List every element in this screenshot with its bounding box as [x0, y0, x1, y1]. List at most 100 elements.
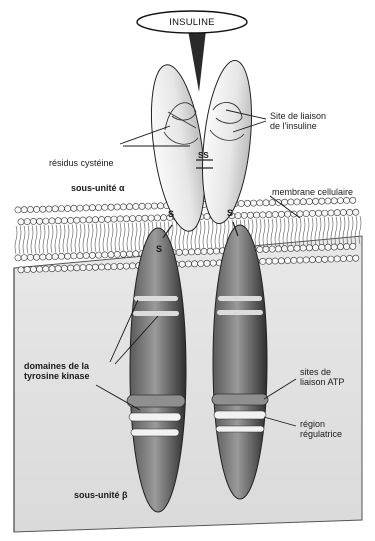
lipid-head: [158, 203, 164, 209]
lipid-tail: [275, 218, 277, 246]
sulfur-label-left: S: [168, 209, 174, 219]
lipid-tail: [279, 218, 281, 246]
binding-site-label: Site de liaison de l'insuline: [270, 111, 326, 131]
lipid-head: [71, 253, 77, 259]
lipid-head: [99, 216, 105, 222]
lipid-head: [207, 248, 213, 254]
lipid-tail: [119, 223, 121, 251]
lipid-head: [102, 204, 108, 210]
lipid-head: [117, 216, 123, 222]
lipid-head: [52, 254, 58, 260]
lipid-head: [306, 245, 312, 251]
lipid-head: [46, 254, 52, 260]
lipid-head: [238, 200, 244, 206]
lipid-head: [83, 205, 89, 211]
lipid-head: [55, 218, 61, 224]
lipid-tail: [291, 218, 293, 246]
lipid-tail: [39, 225, 41, 253]
lipid-head: [340, 209, 346, 215]
lipid-head: [142, 215, 148, 221]
lipid-head: [260, 212, 266, 218]
lipid-head: [182, 249, 188, 255]
lipid-head: [313, 198, 319, 204]
lipid-head: [285, 258, 291, 264]
lipid-tail: [207, 220, 209, 248]
lipid-tail: [79, 224, 81, 252]
lipid-head: [102, 252, 108, 258]
lipid-head: [328, 256, 334, 262]
lipid-tail: [19, 226, 21, 254]
lipid-tail: [87, 224, 89, 252]
lipid-head: [300, 245, 306, 251]
lipid-tail: [95, 224, 97, 252]
lipid-head: [210, 260, 216, 266]
lipid-head: [313, 245, 319, 251]
lipid-head: [58, 206, 64, 212]
lipid-head: [344, 197, 350, 203]
lipid-head: [347, 209, 353, 215]
regulatory-region-label: région régulatrice: [300, 419, 342, 439]
lipid-tail: [287, 218, 289, 246]
lipid-head: [288, 199, 294, 205]
lipid-head: [266, 212, 272, 218]
sulfur-label-right: S: [227, 208, 233, 218]
lipid-tail: [83, 224, 85, 252]
lipid-tail: [115, 223, 117, 251]
lipid-tail: [135, 222, 137, 250]
lipid-head: [334, 256, 340, 262]
lipid-head: [278, 258, 284, 264]
lipid-head: [306, 198, 312, 204]
regulatory-region-band: [214, 411, 266, 419]
lipid-tail: [283, 218, 285, 246]
lipid-head: [254, 212, 260, 218]
lipid-head: [49, 218, 55, 224]
kinase-domains-label: domaines de la tyrosine kinase: [24, 361, 90, 381]
lipid-head: [49, 266, 55, 272]
lipid-head: [18, 267, 24, 273]
lipid-tail: [223, 220, 225, 248]
lipid-head: [282, 246, 288, 252]
lipid-head: [123, 263, 129, 269]
lipid-head: [145, 203, 151, 209]
lipid-tail: [59, 225, 61, 253]
lipid-head: [24, 266, 30, 272]
lipid-head: [309, 257, 315, 263]
lipid-head: [127, 204, 133, 210]
lipid-head: [30, 218, 36, 224]
insulin-label: INSULINE: [137, 12, 247, 32]
sulfur-label-lower: S: [156, 244, 162, 254]
lipid-tail: [71, 224, 73, 252]
lipid-tail: [255, 219, 257, 247]
lipid-head: [241, 212, 247, 218]
lipid-head: [68, 265, 74, 271]
regulatory-region-band: [131, 429, 179, 436]
lipid-head: [133, 203, 139, 209]
lipid-head: [52, 206, 58, 212]
lipid-head: [74, 217, 80, 223]
lipid-head: [34, 254, 40, 260]
lipid-tail: [219, 220, 221, 248]
lipid-head: [89, 252, 95, 258]
beta-subunit-right: [212, 225, 268, 499]
lipid-head: [322, 256, 328, 262]
lipid-head: [316, 256, 322, 262]
lipid-tail: [43, 225, 45, 253]
lipid-head: [120, 251, 126, 257]
lipid-head: [77, 253, 83, 259]
lipid-head: [353, 255, 359, 261]
lipid-head: [275, 246, 281, 252]
lipid-head: [151, 203, 157, 209]
lipid-head: [40, 206, 46, 212]
lipid-head: [347, 255, 353, 261]
lipid-head: [282, 199, 288, 205]
lipid-head: [92, 264, 98, 270]
cysteine-residues-label: résidus cystéine: [49, 158, 114, 168]
lipid-tail: [267, 219, 269, 247]
lipid-tail: [27, 226, 29, 254]
lipid-head: [340, 256, 346, 262]
lipid-tail: [131, 223, 133, 251]
membrane-label: membrane cellulaire: [272, 187, 353, 197]
lipid-head: [71, 205, 77, 211]
lipid-head: [74, 265, 80, 271]
lipid-head: [300, 199, 306, 205]
